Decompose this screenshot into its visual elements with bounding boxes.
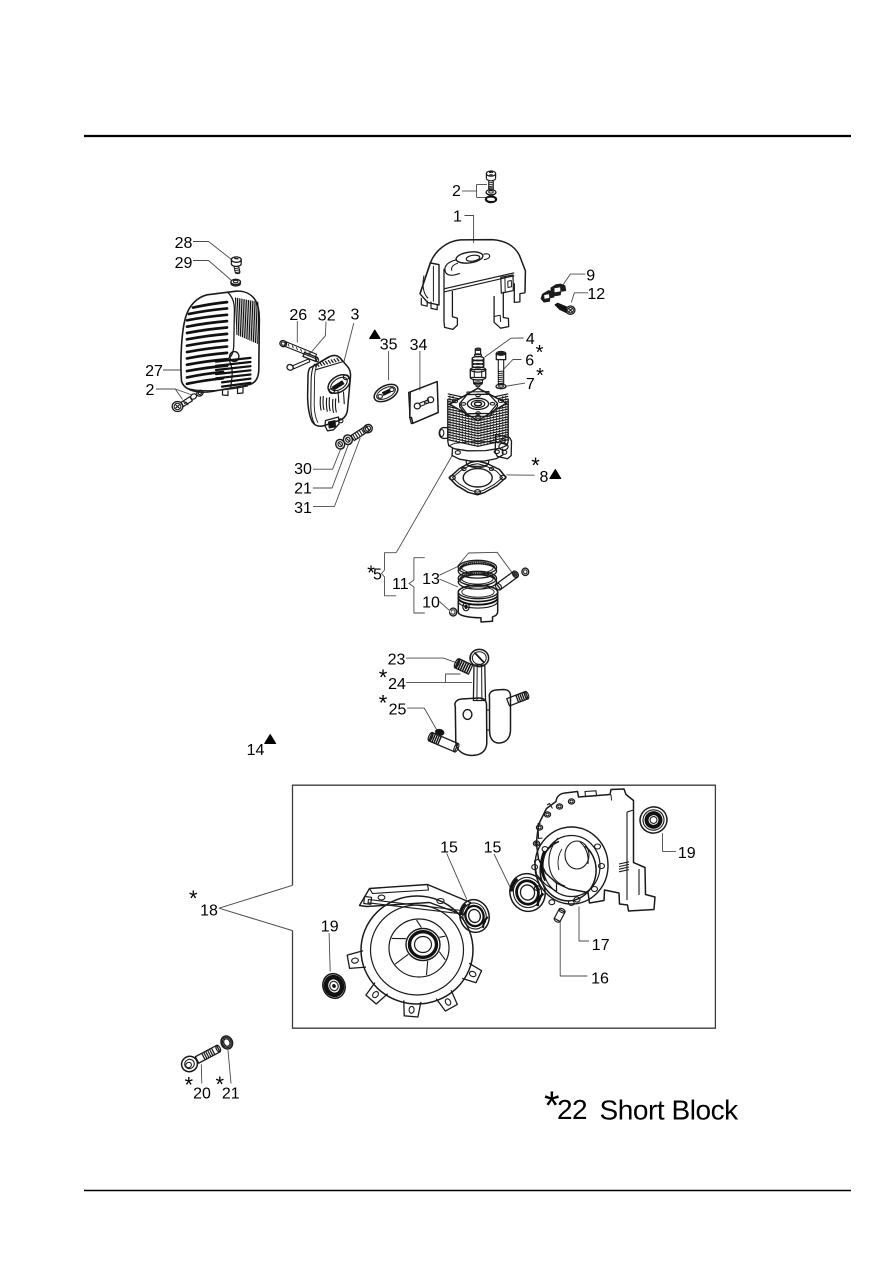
svg-text:29: 29	[175, 255, 193, 272]
svg-text:8: 8	[540, 469, 549, 486]
svg-text:28: 28	[175, 235, 193, 252]
svg-text:24: 24	[388, 676, 406, 693]
svg-text:17: 17	[592, 937, 610, 954]
svg-text:21: 21	[294, 481, 312, 498]
svg-text:26: 26	[289, 307, 307, 324]
svg-text:13: 13	[422, 571, 440, 588]
svg-text:15: 15	[484, 840, 502, 857]
svg-text:*: *	[189, 886, 198, 911]
svg-text:4: 4	[526, 331, 535, 348]
svg-text:20: 20	[193, 1086, 211, 1103]
svg-text:*: *	[367, 563, 375, 585]
svg-text:18: 18	[200, 903, 218, 920]
svg-text:34: 34	[410, 337, 428, 354]
svg-text:1: 1	[453, 209, 462, 226]
svg-text:14: 14	[247, 742, 265, 759]
svg-text:6: 6	[525, 352, 534, 369]
svg-text:*: *	[536, 365, 544, 387]
svg-text:*: *	[379, 665, 388, 690]
svg-text:10: 10	[422, 595, 440, 612]
svg-text:31: 31	[294, 500, 312, 517]
svg-text:5: 5	[373, 567, 382, 584]
svg-text:2: 2	[146, 382, 155, 399]
svg-text:12: 12	[587, 286, 605, 303]
svg-text:35: 35	[380, 337, 398, 354]
svg-text:*: *	[185, 1073, 194, 1098]
svg-text:19: 19	[321, 919, 339, 936]
svg-text:27: 27	[145, 363, 163, 380]
svg-text:*: *	[531, 453, 540, 478]
svg-text:9: 9	[586, 267, 595, 284]
svg-text:32: 32	[318, 308, 336, 325]
svg-text:7: 7	[526, 376, 535, 393]
svg-text:3: 3	[351, 307, 360, 324]
svg-text:2: 2	[452, 183, 461, 200]
svg-text:*: *	[379, 691, 388, 716]
svg-text:19: 19	[678, 845, 696, 862]
svg-text:21: 21	[222, 1086, 240, 1103]
svg-text:16: 16	[591, 970, 609, 987]
svg-text:30: 30	[294, 461, 312, 478]
svg-text:22: 22	[557, 1094, 587, 1125]
svg-text:11: 11	[392, 576, 409, 593]
svg-text:15: 15	[440, 840, 458, 857]
svg-text:Short Block: Short Block	[600, 1094, 740, 1125]
svg-text:23: 23	[388, 652, 406, 669]
svg-text:*: *	[544, 1084, 560, 1128]
svg-text:25: 25	[389, 702, 407, 719]
svg-text:*: *	[216, 1072, 225, 1097]
svg-text:*: *	[536, 342, 544, 364]
